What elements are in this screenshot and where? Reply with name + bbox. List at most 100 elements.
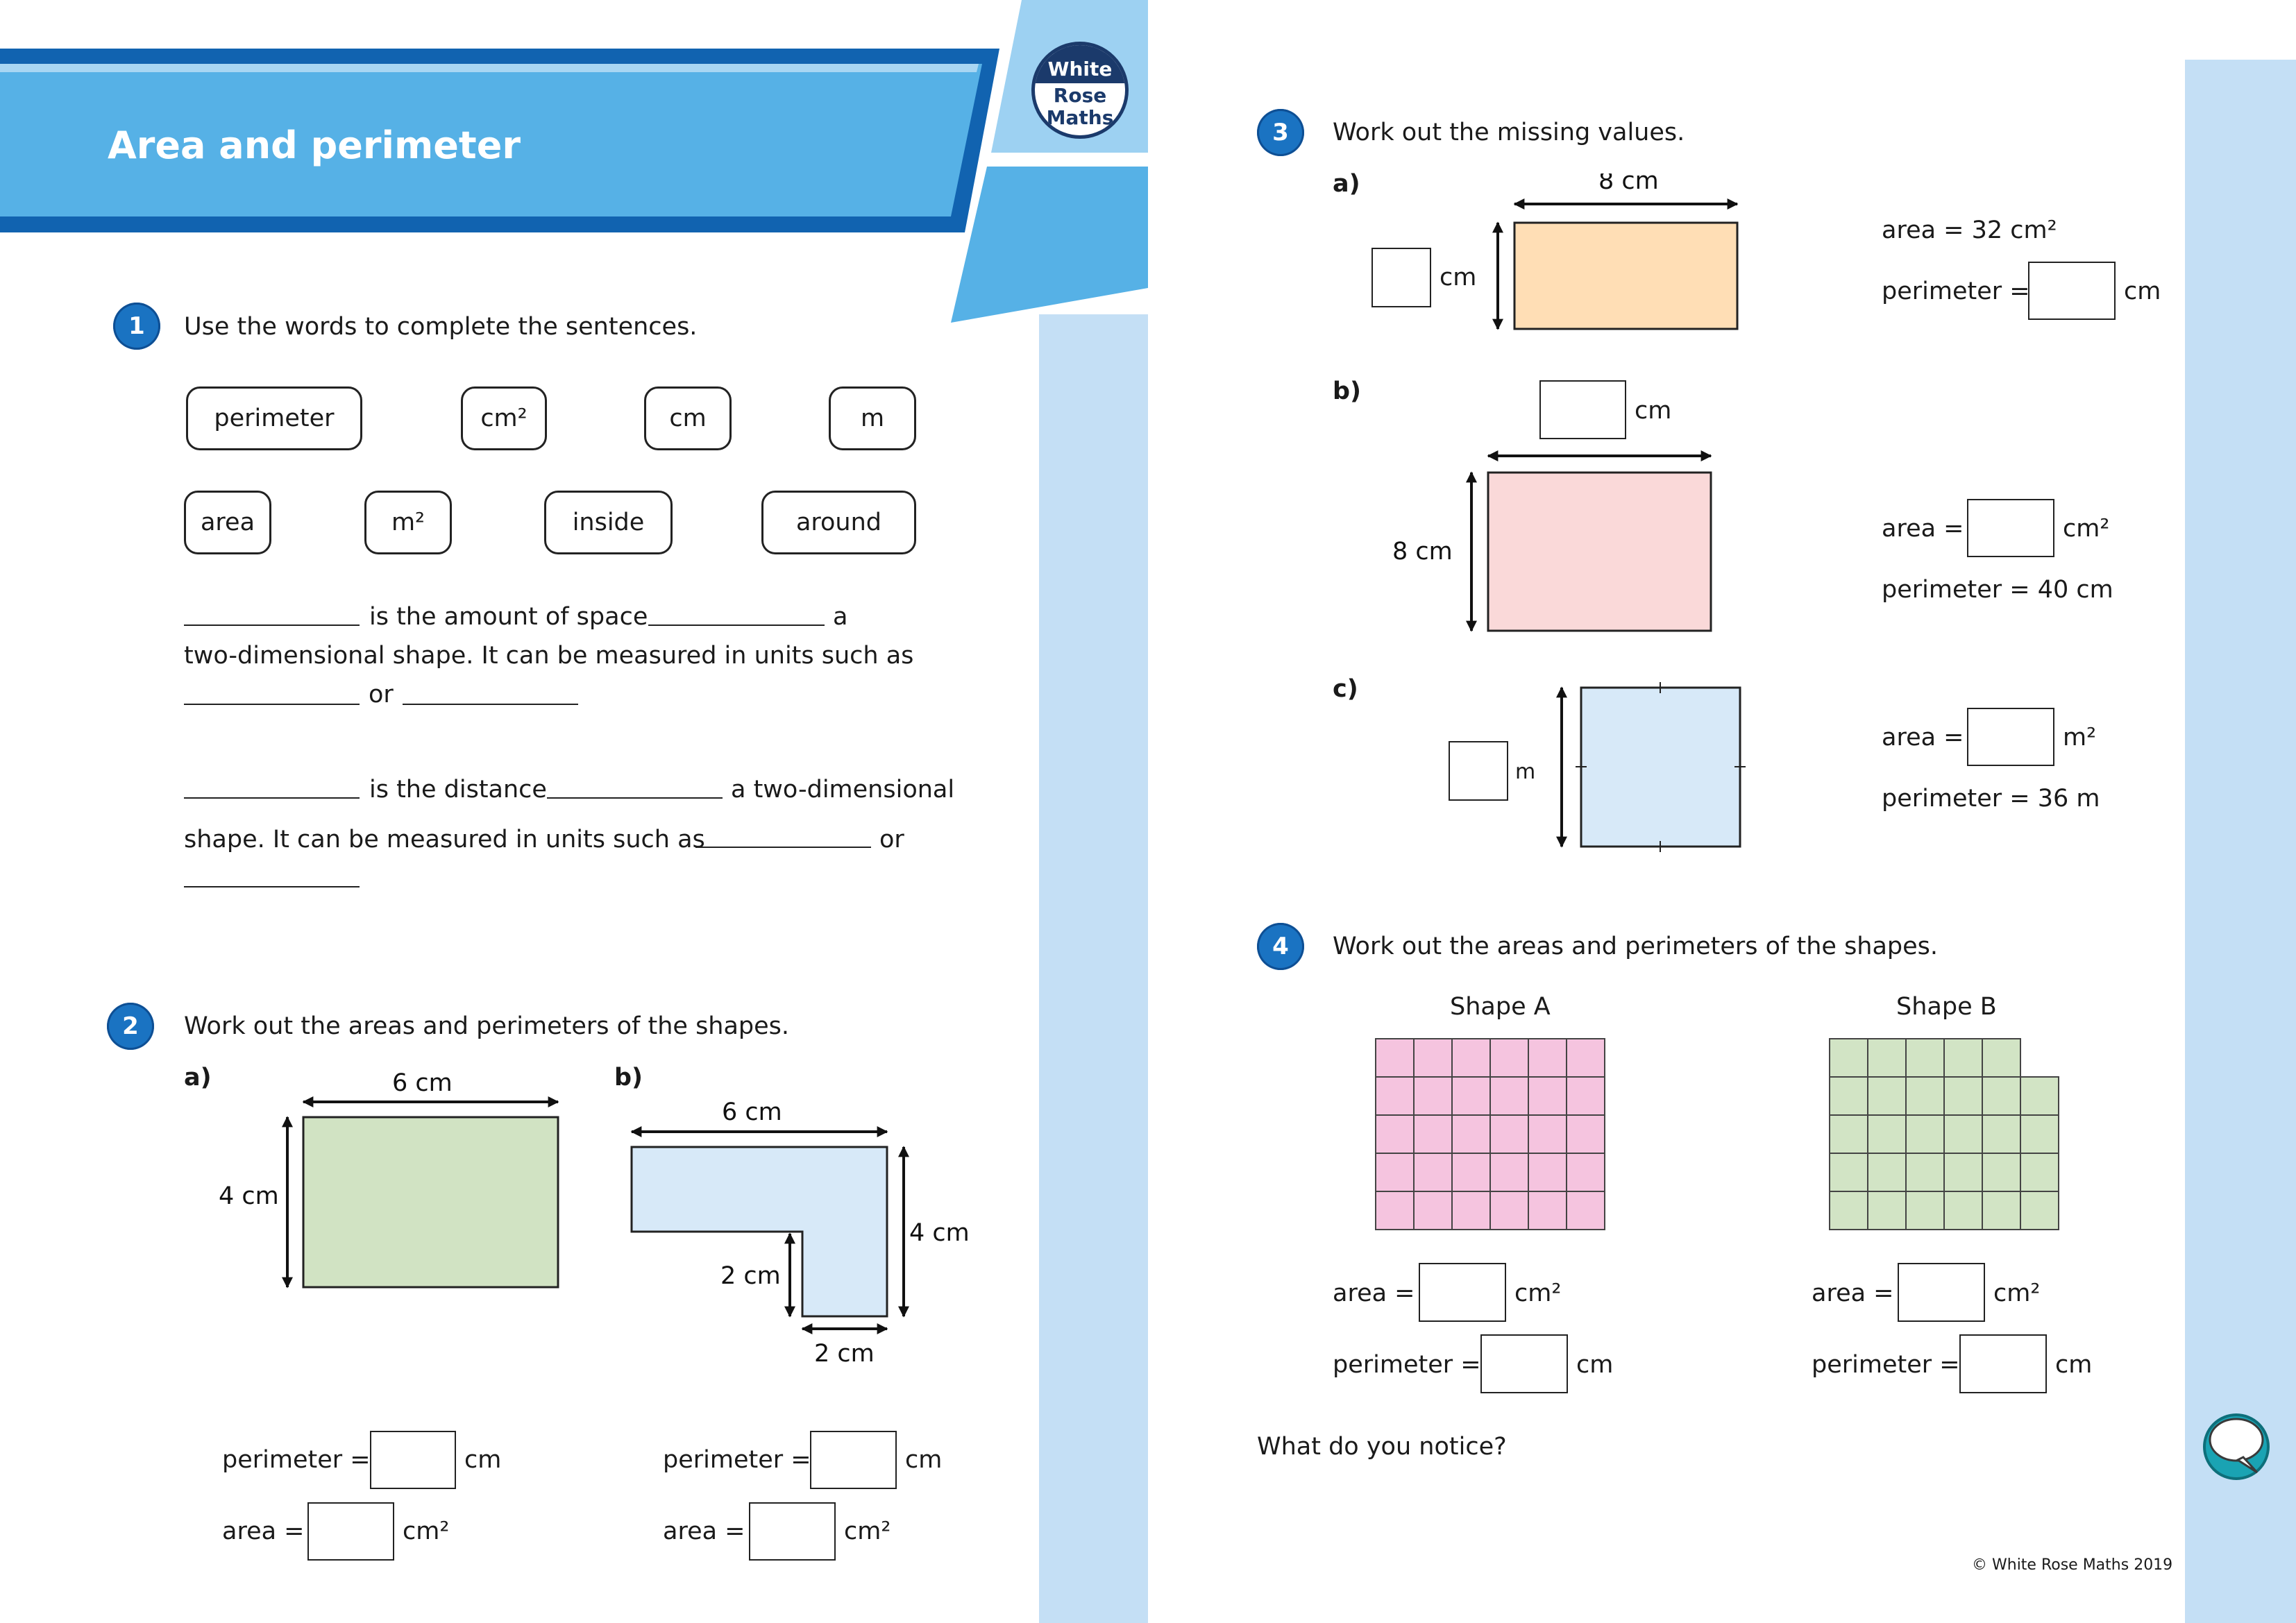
q2b-perimeter-label: perimeter = xyxy=(663,1446,811,1474)
q3b-area-answer-box[interactable] xyxy=(1967,499,2054,557)
shape-a-area-answer-box[interactable] xyxy=(1419,1263,1506,1322)
right-page-side-band xyxy=(2185,60,2296,1623)
q1-or-1: or xyxy=(369,681,394,708)
shape-a-cell xyxy=(1566,1076,1605,1116)
shape-b-cell xyxy=(1943,1038,1983,1078)
q2a-area-label: area = xyxy=(222,1518,305,1545)
q1-sentence2-part-a: is the distance xyxy=(369,776,547,804)
white-rose-maths-logo: White Rose Maths xyxy=(1031,42,1129,139)
word-card-m: m xyxy=(829,386,916,450)
left-page-side-band xyxy=(1039,314,1148,1623)
shape-b-perimeter-label: perimeter = xyxy=(1812,1351,1960,1379)
shape-a-area-unit: cm² xyxy=(1514,1280,1562,1307)
shape-a-cell xyxy=(1375,1153,1415,1192)
shape-a-cell xyxy=(1375,1038,1415,1078)
shape-b-cell xyxy=(2020,1076,2059,1116)
blank-2[interactable] xyxy=(648,624,825,626)
shape-b-cell xyxy=(2020,1114,2059,1154)
q3c-perimeter-text: perimeter = 36 m xyxy=(1882,785,2100,813)
word-card-cm2: cm² xyxy=(461,386,547,450)
q2a-area-answer-box[interactable] xyxy=(307,1502,394,1561)
q1-sentence2-part-b: a two-dimensional xyxy=(731,776,955,804)
q2b-label: b) xyxy=(614,1064,643,1091)
word-card-area: area xyxy=(184,491,271,554)
shape-a-cell xyxy=(1451,1114,1491,1154)
logo-line-1: White xyxy=(1047,58,1113,80)
shape-b-cell xyxy=(2020,1191,2059,1230)
shape-a-cell xyxy=(1451,1153,1491,1192)
blank-4[interactable] xyxy=(403,704,578,705)
shape-a-grid xyxy=(1375,1038,1605,1230)
shape-b-cell xyxy=(1905,1153,1945,1192)
shape-a-cell xyxy=(1528,1153,1567,1192)
shape-b-grid xyxy=(1829,1038,2059,1230)
q1-sentence1-part-a: is the amount of space xyxy=(369,603,648,631)
shape-b-cell xyxy=(1905,1114,1945,1154)
blank-6[interactable] xyxy=(547,797,723,799)
q3b-area-label: area = xyxy=(1882,515,1964,543)
q2b-area-answer-box[interactable] xyxy=(749,1502,836,1561)
logo-top xyxy=(1035,45,1125,83)
q3a-area-text: area = 32 cm² xyxy=(1882,216,2057,244)
q2a-perimeter-label: perimeter = xyxy=(222,1446,371,1474)
blank-8[interactable] xyxy=(184,886,360,887)
shape-a-cell xyxy=(1375,1191,1415,1230)
q3c-side-answer-box[interactable] xyxy=(1449,741,1508,801)
q3b-label: b) xyxy=(1333,377,1362,405)
shape-b-cell xyxy=(1982,1153,2021,1192)
q2a-area-unit: cm² xyxy=(403,1518,450,1545)
shape-b-cell xyxy=(1943,1076,1983,1116)
q3b-width-answer-box[interactable] xyxy=(1539,380,1626,439)
q3a-height-answer-box[interactable] xyxy=(1371,248,1431,307)
shape-b-perimeter-answer-box[interactable] xyxy=(1959,1334,2047,1393)
q3c-area-answer-box[interactable] xyxy=(1967,708,2054,766)
speech-bubble-icon[interactable] xyxy=(2202,1409,2271,1485)
shape-a-cell xyxy=(1451,1076,1491,1116)
blank-5[interactable] xyxy=(184,797,360,799)
q3b-width-unit: cm xyxy=(1635,397,1672,425)
q2b-height-label: 4 cm xyxy=(909,1219,970,1247)
shape-b-cell xyxy=(1829,1114,1868,1154)
blank-7[interactable] xyxy=(695,847,871,848)
shape-a-perimeter-answer-box[interactable] xyxy=(1480,1334,1568,1393)
word-card-cm: cm xyxy=(644,386,732,450)
q2b-width-label: 6 cm xyxy=(722,1098,782,1126)
shape-a-cell xyxy=(1413,1153,1453,1192)
shape-b-cell xyxy=(1867,1076,1907,1116)
shape-a-area-label: area = xyxy=(1333,1280,1415,1307)
shape-a-cell xyxy=(1375,1114,1415,1154)
q2a-height-label: 4 cm xyxy=(219,1182,279,1210)
blank-3[interactable] xyxy=(184,704,360,705)
shape-a-cell xyxy=(1375,1076,1415,1116)
shape-b-cell xyxy=(1829,1153,1868,1192)
shape-b-cell xyxy=(1905,1191,1945,1230)
shape-b-cell xyxy=(1905,1038,1945,1078)
q3b-area-unit: cm² xyxy=(2063,515,2110,543)
shape-b-area-answer-box[interactable] xyxy=(1898,1263,1985,1322)
q3c-side-unit: m xyxy=(1515,760,1536,784)
q2-prompt: Work out the areas and perimeters of the… xyxy=(184,1012,790,1040)
q3a-height-unit: cm xyxy=(1440,264,1477,291)
q1-number-badge: 1 xyxy=(113,303,160,350)
q2b-perimeter-answer-box[interactable] xyxy=(810,1431,897,1489)
q2a-perimeter-answer-box[interactable] xyxy=(370,1431,456,1489)
q3b-perimeter-text: perimeter = 40 cm xyxy=(1882,576,2113,604)
q2b-area-label: area = xyxy=(663,1518,745,1545)
shape-b-cell xyxy=(1982,1191,2021,1230)
blank-1[interactable] xyxy=(184,624,360,626)
shape-b-perimeter-unit: cm xyxy=(2055,1351,2093,1379)
shape-a-perimeter-label: perimeter = xyxy=(1333,1351,1481,1379)
q2a-perimeter-unit: cm xyxy=(464,1446,502,1474)
shape-a-cell xyxy=(1451,1191,1491,1230)
shape-b-cell xyxy=(1943,1114,1983,1154)
q2-diagrams: 6 cm 4 cm 6 cm 4 cm 2 cm 2 cm xyxy=(219,1069,970,1368)
shape-a-cell xyxy=(1566,1038,1605,1078)
shape-b-cell xyxy=(1829,1076,1868,1116)
q2a-label: a) xyxy=(184,1064,212,1091)
shape-b-cell xyxy=(1982,1038,2021,1078)
q3b-height-label: 8 cm xyxy=(1392,538,1453,566)
q3-diagrams: 8 cm 8 cm xyxy=(1392,173,1746,852)
q3a-perimeter-answer-box[interactable] xyxy=(2028,262,2116,320)
q3a-label: a) xyxy=(1333,170,1360,198)
q2b-inner-height-label: 2 cm xyxy=(720,1262,781,1290)
